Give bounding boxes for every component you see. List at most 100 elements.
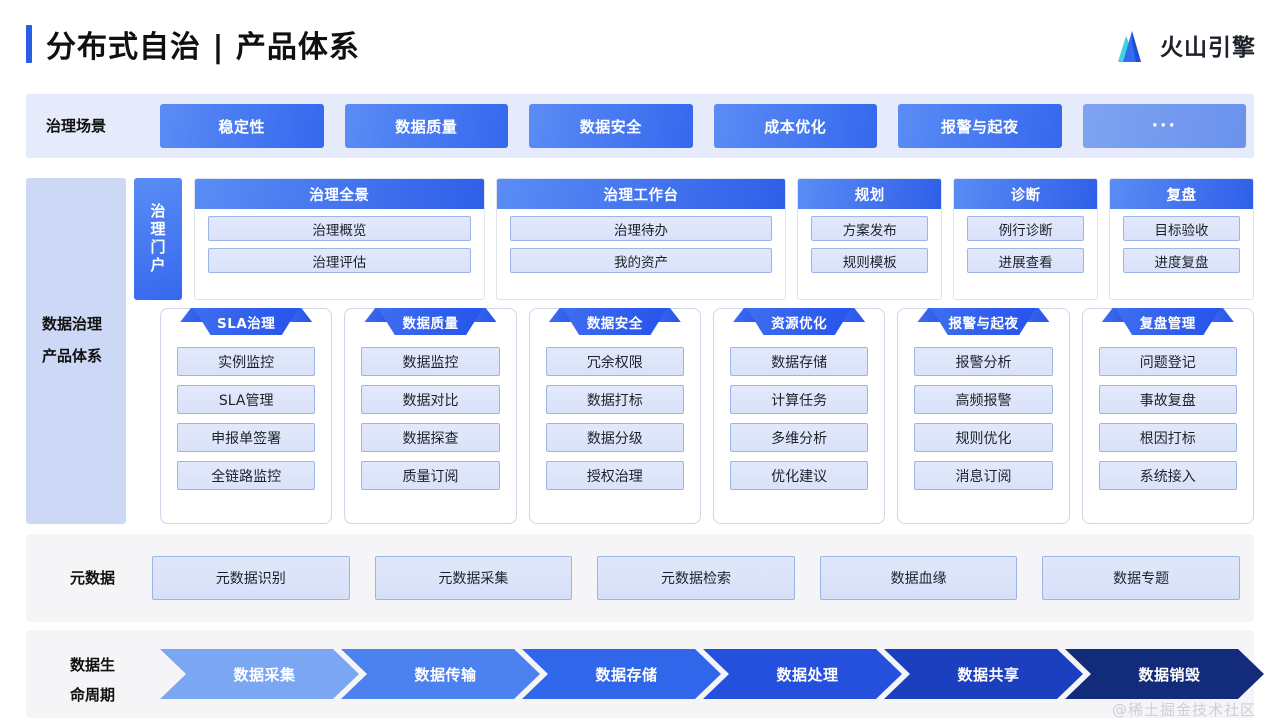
volcano-logo-icon [1118, 31, 1141, 62]
product-card-item[interactable]: 问题登记 [1098, 347, 1237, 376]
product-card-item[interactable]: 冗余权限 [545, 347, 684, 376]
product-card-item[interactable]: 优化建议 [729, 461, 869, 490]
portal-subpanel: 规划方案发布规则模板 [797, 178, 943, 300]
portal-subpanel: 诊断例行诊断进展查看 [953, 178, 1099, 300]
scenario-chip[interactable]: 成本优化 [713, 104, 877, 148]
product-card-title: 复盘管理 [1115, 308, 1221, 335]
product-card-item[interactable]: 质量订阅 [361, 461, 500, 490]
portal-subpanel-item[interactable]: 例行诊断 [967, 216, 1085, 241]
scenario-chip[interactable]: 报警与起夜 [898, 104, 1062, 148]
lifecycle-step-label: 数据采集 [233, 665, 296, 684]
governance-portal-tab[interactable]: 治理门户 [134, 178, 182, 300]
lifecycle-step-label: 数据存储 [595, 665, 658, 684]
product-card-title: 数据安全 [562, 308, 668, 335]
lifecycle-step-label: 数据共享 [957, 665, 1020, 684]
lifecycle-step[interactable]: 数据处理 [703, 649, 902, 699]
portal-subpanel-items: 治理概览治理评估 [195, 209, 484, 299]
product-card: 报警与起夜报警分析高频报警规则优化消息订阅 [897, 308, 1070, 524]
product-system-band: 数据治理 产品体系 治理门户 治理全景治理概览治理评估治理工作台治理待办我的资产… [26, 168, 1254, 524]
portal-subpanel-item[interactable]: 治理评估 [208, 248, 471, 273]
product-card: 数据质量数据监控数据对比数据探查质量订阅 [344, 308, 517, 524]
lifecycle-step[interactable]: 数据存储 [522, 649, 721, 699]
brand-lockup: 火山引擎 [1110, 28, 1256, 62]
product-card-title: 资源优化 [746, 308, 852, 335]
scenario-chip[interactable]: 数据质量 [344, 104, 508, 148]
product-card-item[interactable]: 消息订阅 [914, 461, 1053, 490]
metadata-chip[interactable]: 元数据采集 [374, 556, 573, 600]
portal-subpanel-item[interactable]: 目标验收 [1123, 216, 1240, 241]
page-title-text: 分布式自治 | 产品体系 [46, 30, 360, 65]
metadata-chip[interactable]: 元数据检索 [597, 556, 795, 600]
lifecycle-label-line1: 数据生 [70, 656, 116, 674]
product-card-item[interactable]: 多维分析 [729, 423, 869, 452]
scenario-chip[interactable]: ··· [1082, 104, 1246, 148]
product-card-item[interactable]: 计算任务 [729, 385, 869, 414]
portal-subpanel-item[interactable]: 规则模板 [811, 248, 929, 273]
product-label-line1: 数据治理 [42, 315, 103, 333]
product-card-item[interactable]: 事故复盘 [1098, 385, 1237, 414]
product-card-item[interactable]: 授权治理 [545, 461, 684, 490]
product-card-item[interactable]: 系统接入 [1098, 461, 1237, 490]
portal-subpanel-item[interactable]: 治理待办 [509, 216, 773, 241]
lifecycle-step[interactable]: 数据销毁 [1065, 649, 1264, 699]
lifecycle-step-label: 数据处理 [776, 665, 839, 684]
product-card-item[interactable]: 数据监控 [361, 347, 500, 376]
brand-name: 火山引擎 [1160, 35, 1256, 61]
scenario-chip-label: ··· [1151, 116, 1177, 136]
product-card-item[interactable]: 规则优化 [914, 423, 1053, 452]
governance-portal-tab-label: 治理门户 [148, 203, 167, 275]
metadata-band: 元数据 元数据识别元数据采集元数据检索数据血缘数据专题 [26, 534, 1254, 622]
portal-subpanel-title: 复盘 [1110, 179, 1253, 209]
scenario-chip[interactable]: 数据安全 [529, 104, 693, 148]
portal-subpanel-item[interactable]: 方案发布 [811, 216, 929, 241]
portal-subpanel: 复盘目标验收进度复盘 [1109, 178, 1254, 300]
product-card-item[interactable]: 实例监控 [177, 347, 316, 376]
product-card-item[interactable]: 数据存储 [729, 347, 869, 376]
scenario-chip-label: 数据质量 [395, 117, 458, 136]
scenario-chip-label: 稳定性 [218, 117, 265, 136]
portal-subpanel-items: 例行诊断进展查看 [954, 209, 1097, 299]
product-card-item[interactable]: 数据分级 [545, 423, 684, 452]
product-card-item[interactable]: SLA管理 [177, 385, 316, 414]
metadata-chip[interactable]: 数据专题 [1042, 556, 1240, 600]
product-card-item[interactable]: 报警分析 [914, 347, 1053, 376]
product-card-item[interactable]: 全链路监控 [177, 461, 316, 490]
lifecycle-step-label: 数据销毁 [1138, 665, 1201, 684]
scenarios-label: 治理场景 [46, 117, 107, 135]
watermark: @稀土掘金技术社区 [1111, 701, 1256, 719]
metadata-chip[interactable]: 元数据识别 [152, 556, 350, 600]
scenario-chip-label: 数据安全 [579, 117, 642, 136]
product-card-item[interactable]: 数据探查 [361, 423, 500, 452]
portal-subpanel-title: 诊断 [954, 179, 1098, 209]
portal-subpanel-title: 治理工作台 [496, 179, 786, 209]
portal-subpanel-item[interactable]: 治理概览 [208, 216, 471, 241]
governance-scenarios-band: 治理场景 稳定性 数据质量 数据安全 成本优化 报警与起夜 ··· [26, 94, 1254, 158]
lifecycle-step-track: 数据采集 数据传输 数据存储 数据处理 数据共享 数据销毁 [160, 649, 1246, 699]
portal-subpanel-items: 治理待办我的资产 [497, 209, 786, 299]
lifecycle-step[interactable]: 数据采集 [160, 649, 359, 699]
portal-subpanel-item[interactable]: 进度复盘 [1123, 248, 1240, 273]
portal-subpanel-row: 治理全景治理概览治理评估治理工作台治理待办我的资产规划方案发布规则模板诊断例行诊… [194, 178, 1254, 300]
product-card: 数据安全冗余权限数据打标数据分级授权治理 [528, 308, 701, 524]
lifecycle-step[interactable]: 数据传输 [341, 649, 540, 699]
lifecycle-label-line2: 命周期 [70, 686, 116, 704]
product-card-item[interactable]: 数据打标 [545, 385, 684, 414]
portal-subpanel-item[interactable]: 进展查看 [967, 248, 1085, 273]
portal-subpanel-items: 方案发布规则模板 [798, 209, 941, 299]
lifecycle-band: 数据生 命周期 数据采集 数据传输 数据存储 数据处理 数据共享 数据销毁 [26, 630, 1254, 718]
metadata-label: 元数据 [70, 569, 116, 587]
lifecycle-label: 数据生 命周期 [70, 650, 115, 710]
scenario-chip-label: 成本优化 [764, 117, 827, 136]
metadata-chip[interactable]: 数据血缘 [819, 556, 1018, 600]
product-card-item[interactable]: 高频报警 [914, 385, 1053, 414]
scenario-chip[interactable]: 稳定性 [160, 104, 324, 148]
product-card-item[interactable]: 根因打标 [1098, 423, 1237, 452]
product-card-item[interactable]: 申报单签署 [177, 423, 316, 452]
portal-subpanel-item[interactable]: 我的资产 [509, 248, 773, 273]
portal-subpanel: 治理工作台治理待办我的资产 [495, 178, 787, 300]
lifecycle-step[interactable]: 数据共享 [884, 649, 1083, 699]
product-card-item[interactable]: 数据对比 [361, 385, 500, 414]
